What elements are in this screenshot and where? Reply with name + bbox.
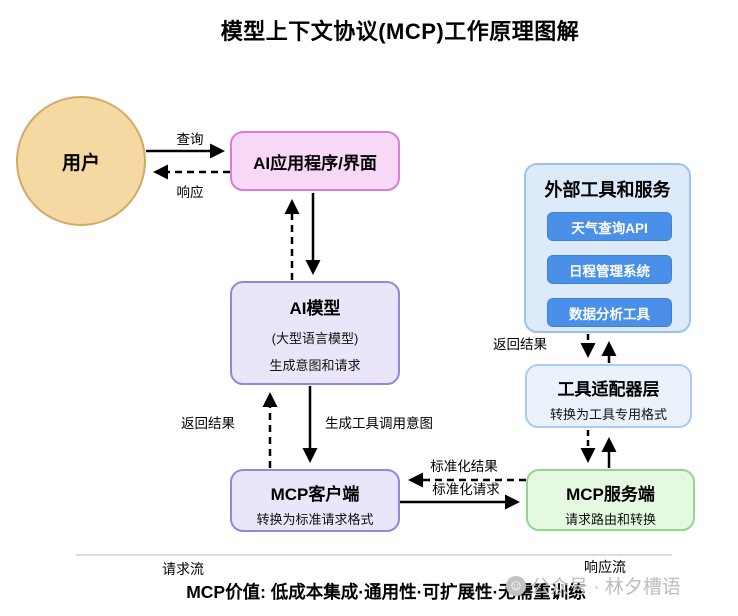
request-flow-label: 请求流 [162,561,204,577]
tool-schedule-system: 日程管理系统 [547,255,672,284]
response-flow-label: 响应流 [584,559,626,575]
node-ai-model-line2: 生成意图和请求 [269,358,361,373]
node-tool-adapter-title: 工具适配器层 [557,380,660,399]
watermark-text: 公众号 · 林夕槽语 [531,577,681,598]
node-mcp-server-title: MCP服务端 [566,485,655,504]
node-tool-adapter: 工具适配器层 转换为工具专用格式 [525,364,692,428]
watermark-smiley-icon: ☺ [506,575,526,596]
node-external-tools-title: 外部工具和服务 [544,180,671,200]
node-ai-model: AI模型 (大型语言模型) 生成意图和请求 [230,281,400,385]
node-ai-model-line1: (大型语言模型) [271,331,359,346]
edge-label-query: 查询 [176,132,204,147]
edge-label-standardized-request: 标准化请求 [432,482,500,497]
tool-data-analysis: 数据分析工具 [547,298,672,327]
tool-weather-api: 天气查询API [547,212,672,241]
edge-label-response: 响应 [176,185,204,200]
node-external-tools: 外部工具和服务 天气查询API 日程管理系统 数据分析工具 [524,163,691,333]
node-mcp-client: MCP客户端 转换为标准请求格式 [230,469,400,532]
edge-label-generate-tool-intent: 生成工具调用意图 [325,416,433,431]
node-ai-app-label: AI应用程序/界面 [253,153,377,173]
edge-label-return-result-right: 返回结果 [493,337,547,352]
edge-label-standardized-result: 标准化结果 [430,459,498,474]
edge-label-return-result-left: 返回结果 [181,416,235,431]
node-ai-model-title: AI模型 [289,299,341,318]
node-ai-app: AI应用程序/界面 [230,131,400,191]
node-mcp-client-title: MCP客户端 [270,485,360,504]
node-user-label: 用户 [61,152,100,174]
node-user: 用户 [16,96,146,226]
node-mcp-server: MCP服务端 请求路由和转换 [526,469,695,531]
watermark: ☺ 公众号 · 林夕槽语 [506,572,681,599]
diagram-title: 模型上下文协议(MCP)工作原理图解 [220,19,580,44]
node-tool-adapter-subtitle: 转换为工具专用格式 [549,407,667,422]
node-mcp-client-subtitle: 转换为标准请求格式 [256,512,374,527]
node-mcp-server-subtitle: 请求路由和转换 [564,512,656,527]
mcp-value-line: MCP价值: 低成本集成·通用性·可扩展性·无需重训练 [186,582,586,602]
